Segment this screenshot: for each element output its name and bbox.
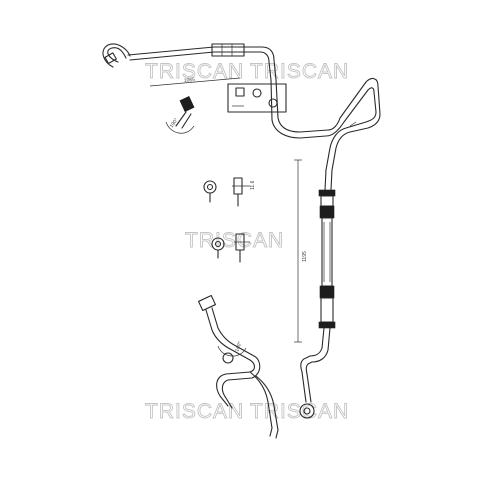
bracket-square-hole — [235, 87, 245, 97]
bottom-end-fitting-inner — [303, 407, 311, 415]
lower-left-pipe: 160° — [197, 294, 279, 439]
routing-pipes — [270, 77, 381, 171]
detail-b-dim-label: 11.6 — [250, 180, 256, 190]
hose-fitting-bottom — [318, 321, 336, 329]
hose-fitting-top — [318, 189, 336, 197]
top-pipe-sleeve — [211, 43, 245, 57]
top-pipe-tube-lower — [129, 51, 272, 81]
main-hose: 1195 — [294, 159, 336, 419]
bottom-end-fitting — [299, 403, 315, 419]
watermark-top-right: TRISCAN — [250, 60, 349, 83]
top-dim-label: 1065 — [184, 77, 196, 84]
top-dim-line — [149, 77, 241, 87]
fitting-details: 11.6 — [203, 177, 256, 263]
watermark-center: TRISCAN — [185, 229, 284, 252]
detail-a-fitting — [203, 180, 217, 194]
upper-detail-nut — [179, 96, 195, 112]
top-pipe-assembly: 1065 — [102, 43, 277, 87]
lower-angle-label: 160° — [234, 341, 243, 353]
upper-angle-arc — [165, 121, 195, 134]
bracket-plate — [227, 83, 287, 113]
hose-crimp-lower — [319, 285, 335, 299]
lower-angle-arc — [217, 345, 247, 357]
watermark-bottom-left: TRISCAN — [145, 400, 244, 423]
top-pipe-tube-upper — [127, 46, 277, 81]
lower-left-clip — [222, 352, 234, 364]
watermarks: TRISCAN TRISCAN TRISCAN TRISCAN TRISCAN — [145, 60, 349, 424]
hose-body — [321, 217, 333, 287]
watermark-top-left: TRISCAN — [145, 60, 244, 83]
bracket-hole-2 — [268, 98, 278, 108]
hose-crimp-upper — [319, 205, 335, 219]
top-pipe-end-curl — [102, 43, 131, 68]
bracket-hole-1 — [252, 88, 262, 98]
upper-bend-detail: 190° — [165, 96, 195, 134]
main-dim-label: 1195 — [302, 251, 308, 262]
top-pipe-nut — [104, 52, 117, 65]
upper-angle-label: 190° — [169, 117, 180, 129]
lower-left-nut — [197, 294, 217, 312]
mounting-bracket — [227, 83, 287, 113]
